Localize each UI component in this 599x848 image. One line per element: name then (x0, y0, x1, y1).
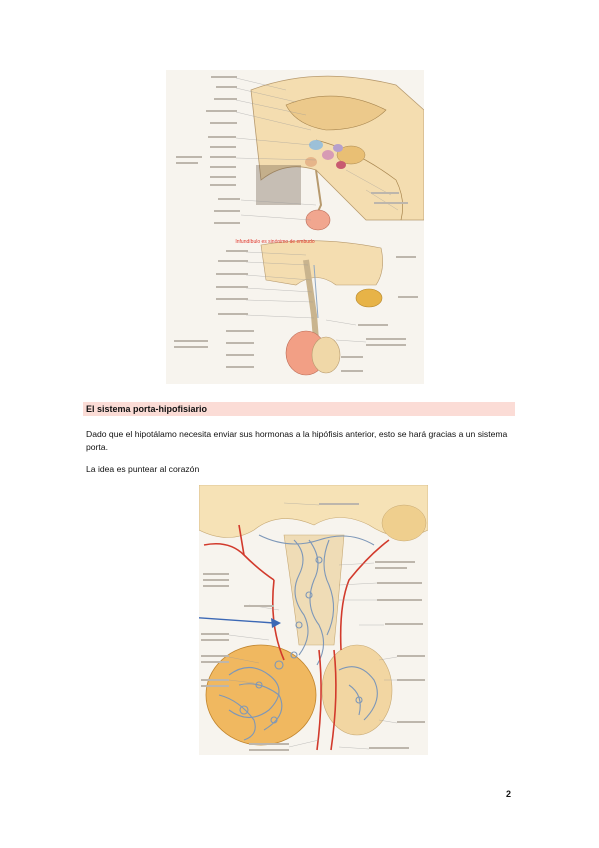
page-number: 2 (506, 789, 512, 799)
figure1-lower-label-lines (174, 250, 418, 372)
portal-system-illustration (199, 485, 428, 755)
section-title: El sistema porta-hipofisiario (86, 404, 208, 414)
hypothalamus-pituitary-illustration (166, 70, 424, 384)
hypothalamus-pituitary-drawing (174, 75, 424, 376)
figure2-label-lines (201, 502, 425, 751)
section-highlight-bar (83, 402, 515, 416)
paragraph-key-idea: La idea es puntear al corazón (86, 464, 200, 474)
figure1-caption: Infundíbulo es sinónimo de embudo (235, 239, 315, 245)
portal-vein-network (218, 534, 378, 741)
paragraph-portal-system: Dado que el hipotálamo necesita enviar s… (86, 429, 508, 452)
pointer-arrow-icon (199, 617, 281, 628)
portal-system-drawing (199, 485, 428, 751)
figure1-label-lines (176, 76, 408, 224)
hypophyseal-arteries (203, 524, 390, 751)
